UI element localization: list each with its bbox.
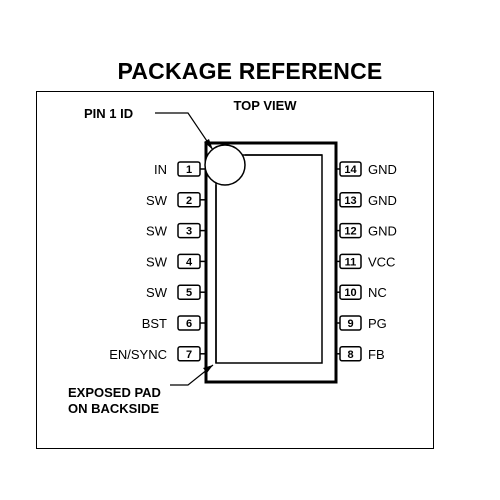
pin-name: SW [146,224,168,239]
pad-leader [170,364,214,386]
pin1-label: PIN 1 ID [84,106,133,121]
pin-number: 10 [344,287,356,299]
package-body [204,141,338,384]
view-label: TOP VIEW [233,98,297,113]
pin-box-right [339,253,362,270]
pin-name: IN [154,162,167,177]
pin-number: 5 [186,287,192,299]
pin-name: SW [146,285,168,300]
exposed-pad [215,154,323,364]
pin-name: SW [146,254,168,269]
pin-box-right [339,346,362,362]
pin-number: 13 [344,195,356,207]
pin-name: VCC [368,254,395,269]
pin-number: 3 [186,226,192,238]
pin-box-right [339,161,362,177]
pin-number: 14 [344,164,357,176]
pin-box-right [339,222,362,239]
pin-box-right [339,284,362,300]
pin-name: NC [368,285,387,300]
pin-number: 8 [347,349,353,361]
pin-box-right [339,192,362,208]
pin-name: BST [142,316,167,331]
pin-box-right [339,315,362,331]
pin-name: PG [368,316,387,331]
pin1-leader [155,112,214,151]
pad-arrowhead [203,365,213,373]
pin-name: FB [368,347,385,362]
pad-label-line1: EXPOSED PAD [68,385,161,400]
pin-number: 6 [186,318,192,330]
pin-number: 4 [186,256,193,268]
pin-name: SW [146,193,168,208]
pin-number: 12 [344,226,356,238]
pad-label-line2: ON BACKSIDE [68,401,159,416]
pin-name: EN/SYNC [109,347,167,362]
pin-number: 1 [186,164,192,176]
pin-number: 11 [345,256,357,268]
pin1-marker [204,144,246,186]
pin-number: 7 [186,349,192,361]
pin-name: GND [368,193,397,208]
pin-name: GND [368,224,397,239]
pin-number: 9 [347,318,353,330]
diagram-title: PACKAGE REFERENCE [117,58,383,84]
pin-number: 2 [186,195,192,207]
pin1-arrowhead [204,139,213,150]
diagram-frame [36,91,434,449]
pin-name: GND [368,162,397,177]
